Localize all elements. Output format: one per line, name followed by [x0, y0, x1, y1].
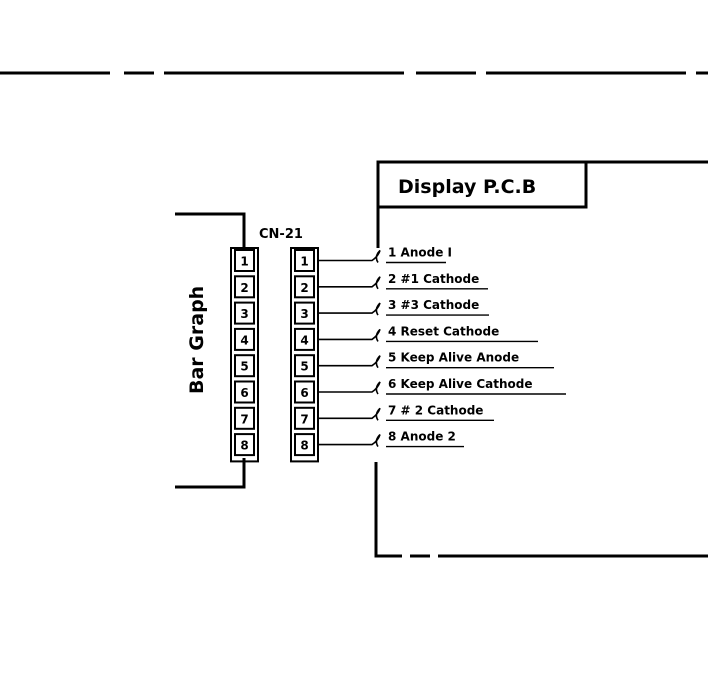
signal-label: 3 #3 Cathode [388, 298, 479, 312]
left-pin-box [234, 249, 255, 272]
left-pin-box [234, 433, 255, 457]
right-pin-box [294, 275, 315, 299]
right-pin-box [294, 380, 315, 404]
right-pin-number: 5 [300, 360, 308, 374]
left-connector-frame [230, 247, 259, 463]
left-pin-number: 3 [240, 307, 248, 321]
pcb-outline [376, 160, 708, 248]
right-pin-number: 2 [300, 281, 308, 295]
left-pin-box [234, 327, 255, 351]
wire [318, 328, 381, 342]
pcb-title: Display P.C.B [398, 176, 536, 198]
left-pin-number: 1 [240, 255, 248, 269]
left-connector-column: 1 2 3 4 5 6 7 8 [230, 247, 259, 463]
left-pin-number: 4 [240, 333, 248, 347]
signal-label: 8 Anode 2 [388, 430, 456, 444]
left-pin-number: 2 [240, 281, 248, 295]
right-pin-box [294, 301, 315, 325]
left-pin-box [234, 406, 255, 430]
signal-label: 4 Reset Cathode [388, 324, 499, 338]
left-pin-box [234, 301, 255, 325]
right-connector-frame [290, 247, 319, 463]
wire [318, 434, 381, 448]
wire [318, 276, 381, 290]
bar-graph-label: Bar Graph [186, 286, 208, 394]
signal-label: 6 Keep Alive Cathode [388, 377, 532, 391]
pcb-outline-bottom [374, 462, 708, 558]
right-pin-box [294, 406, 315, 430]
signal-labels: 1 Anode I 2 #1 Cathode 3 #3 Cathode 4 Reset… [386, 246, 566, 448]
right-connector-column: 1 2 3 4 5 6 7 8 [290, 247, 319, 463]
left-pin-number: 8 [240, 439, 248, 453]
signal-label: 2 #1 Cathode [388, 272, 479, 286]
bar-graph-bracket-bottom [175, 458, 246, 489]
right-pin-number: 3 [300, 307, 308, 321]
left-pin-number: 6 [240, 386, 248, 400]
wire [318, 302, 381, 316]
right-pin-box [294, 354, 315, 378]
right-pin-number: 4 [300, 333, 308, 347]
signal-label: 1 Anode I [388, 246, 452, 260]
connector-label: CN-21 [259, 227, 303, 242]
wire [318, 407, 381, 421]
right-pin-number: 7 [300, 412, 308, 426]
right-pin-number: 1 [300, 255, 308, 269]
pcb-title-box [378, 162, 588, 209]
right-pin-box [294, 249, 315, 272]
right-pin-box [294, 433, 315, 457]
right-pin-number: 8 [300, 439, 308, 453]
signal-label: 7 # 2 Cathode [388, 403, 483, 417]
right-pin-box [294, 327, 315, 351]
left-pin-number: 5 [240, 360, 248, 374]
wire [318, 355, 381, 369]
wire [318, 381, 381, 395]
left-pin-box [234, 380, 255, 404]
wires [318, 249, 381, 448]
bar-graph-bracket-top [175, 212, 246, 248]
left-pin-number: 7 [240, 412, 248, 426]
left-pin-box [234, 354, 255, 378]
right-pin-number: 6 [300, 386, 308, 400]
left-pin-box [234, 275, 255, 299]
signal-label: 5 Keep Alive Anode [388, 351, 519, 365]
wire [318, 249, 381, 263]
